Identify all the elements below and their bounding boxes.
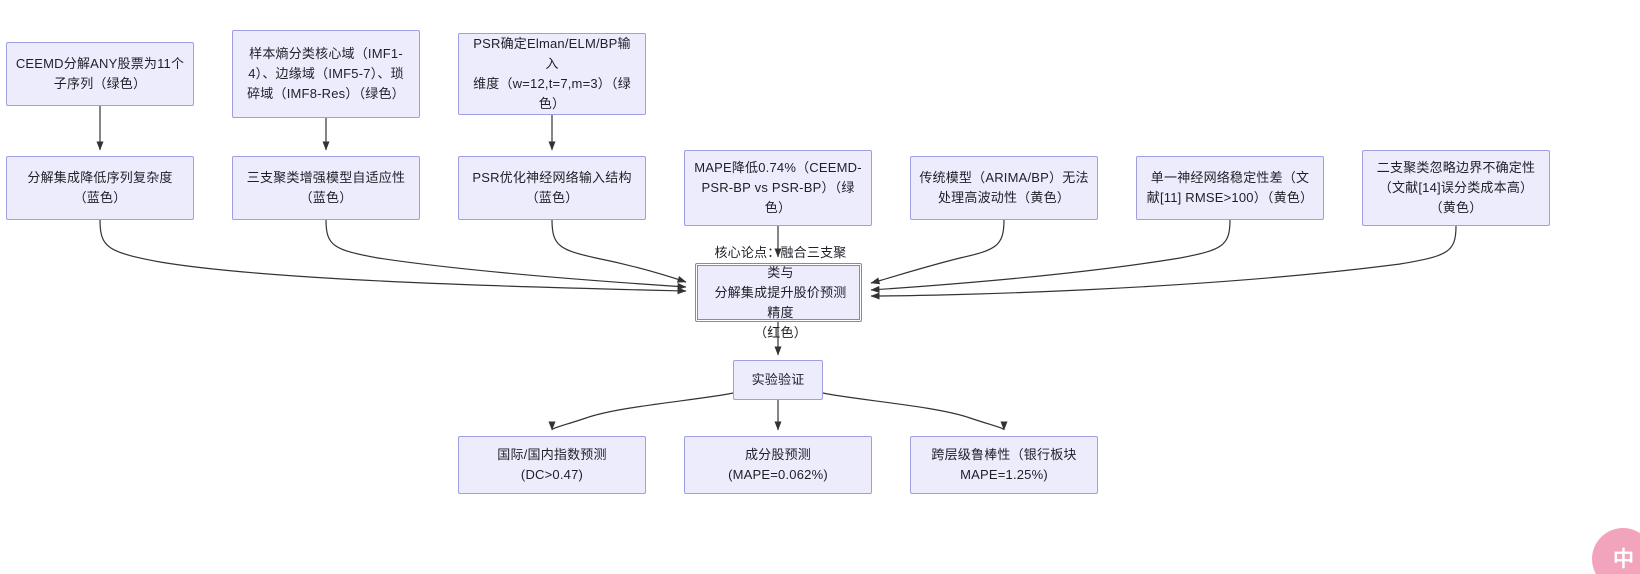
node-reduce-complexity[interactable]: 分解集成降低序列复杂度 （蓝色） [6, 156, 194, 220]
node-mape-improve[interactable]: MAPE降低0.74%（CEEMD- PSR-BP vs PSR-BP）（绿 色… [684, 150, 872, 226]
node-sample-entropy[interactable]: 样本熵分类核心域（IMF1- 4）、边缘域（IMF5-7）、琐 碎域（IMF8-… [232, 30, 420, 118]
edge-n10-to-core [870, 225, 1457, 300]
node-label: 实验验证 [751, 372, 805, 387]
node-traditional-model-limit[interactable]: 传统模型（ARIMA/BP）无法 处理高波动性（黄色） [910, 156, 1098, 220]
node-label: PSR确定Elman/ELM/BP输入 维度（w=12,t=7,m=3）（绿 色… [473, 36, 631, 111]
node-three-way-adaptive[interactable]: 三支聚类增强模型自适应性 （蓝色） [232, 156, 420, 220]
node-label: 国际/国内指数预测 (DC>0.47) [497, 447, 607, 482]
edge-n9-to-core [870, 219, 1231, 293]
watermark-label: 中 [1613, 547, 1634, 571]
node-label: 二支聚类忽略边界不确定性 （文献[14]误分类成本高） （黄色） [1376, 160, 1536, 215]
node-label: MAPE降低0.74%（CEEMD- PSR-BP vs PSR-BP）（绿 色… [694, 160, 862, 215]
node-constituent-forecast[interactable]: 成分股预测 (MAPE=0.062%) [684, 436, 872, 494]
node-two-way-clustering-limit[interactable]: 二支聚类忽略边界不确定性 （文献[14]误分类成本高） （黄色） [1362, 150, 1550, 226]
node-label: CEEMD分解ANY股票为11个 子序列（绿色） [15, 56, 185, 91]
node-label: 成分股预测 (MAPE=0.062%) [728, 447, 828, 482]
edge-n6-to-core [551, 219, 687, 283]
node-ceemd-decompose[interactable]: CEEMD分解ANY股票为11个 子序列（绿色） [6, 42, 194, 106]
node-label: 三支聚类增强模型自适应性 （蓝色） [246, 170, 406, 205]
edge-n4-to-core [99, 219, 687, 295]
node-psr-input-dim[interactable]: PSR确定Elman/ELM/BP输入 维度（w=12,t=7,m=3）（绿 色… [458, 33, 646, 115]
node-label: 分解集成降低序列复杂度 （蓝色） [27, 170, 173, 205]
node-label: 跨层级鲁棒性（银行板块 MAPE=1.25%) [931, 447, 1077, 482]
watermark-logo: 中 [1592, 528, 1640, 574]
node-cross-level-robustness[interactable]: 跨层级鲁棒性（银行板块 MAPE=1.25%) [910, 436, 1098, 494]
node-label: PSR优化神经网络输入结构 （蓝色） [472, 170, 632, 205]
node-index-forecast[interactable]: 国际/国内指数预测 (DC>0.47) [458, 436, 646, 494]
node-psr-optimize[interactable]: PSR优化神经网络输入结构 （蓝色） [458, 156, 646, 220]
node-core-argument[interactable]: 核心论点：融合三支聚类与 分解集成提升股价预测精度 （红色） [695, 245, 862, 340]
node-label: 单一神经网络稳定性差（文 献[11] RMSE>100）（黄色） [1146, 170, 1314, 205]
edge-experiment-to-n15 [822, 392, 1008, 431]
node-single-nn-instability[interactable]: 单一神经网络稳定性差（文 献[11] RMSE>100）（黄色） [1136, 156, 1324, 220]
node-label: 样本熵分类核心域（IMF1- 4）、边缘域（IMF5-7）、琐 碎域（IMF8-… [247, 46, 405, 101]
node-label: 核心论点：融合三支聚类与 分解集成提升股价预测精度 （红色） [714, 244, 847, 340]
edge-n8-to-core [870, 219, 1005, 285]
node-label: 传统模型（ARIMA/BP）无法 处理高波动性（黄色） [919, 170, 1089, 205]
node-experiment-validation[interactable]: 实验验证 [733, 360, 823, 400]
edge-experiment-to-n13 [548, 392, 734, 431]
edge-n5-to-core [325, 219, 687, 290]
